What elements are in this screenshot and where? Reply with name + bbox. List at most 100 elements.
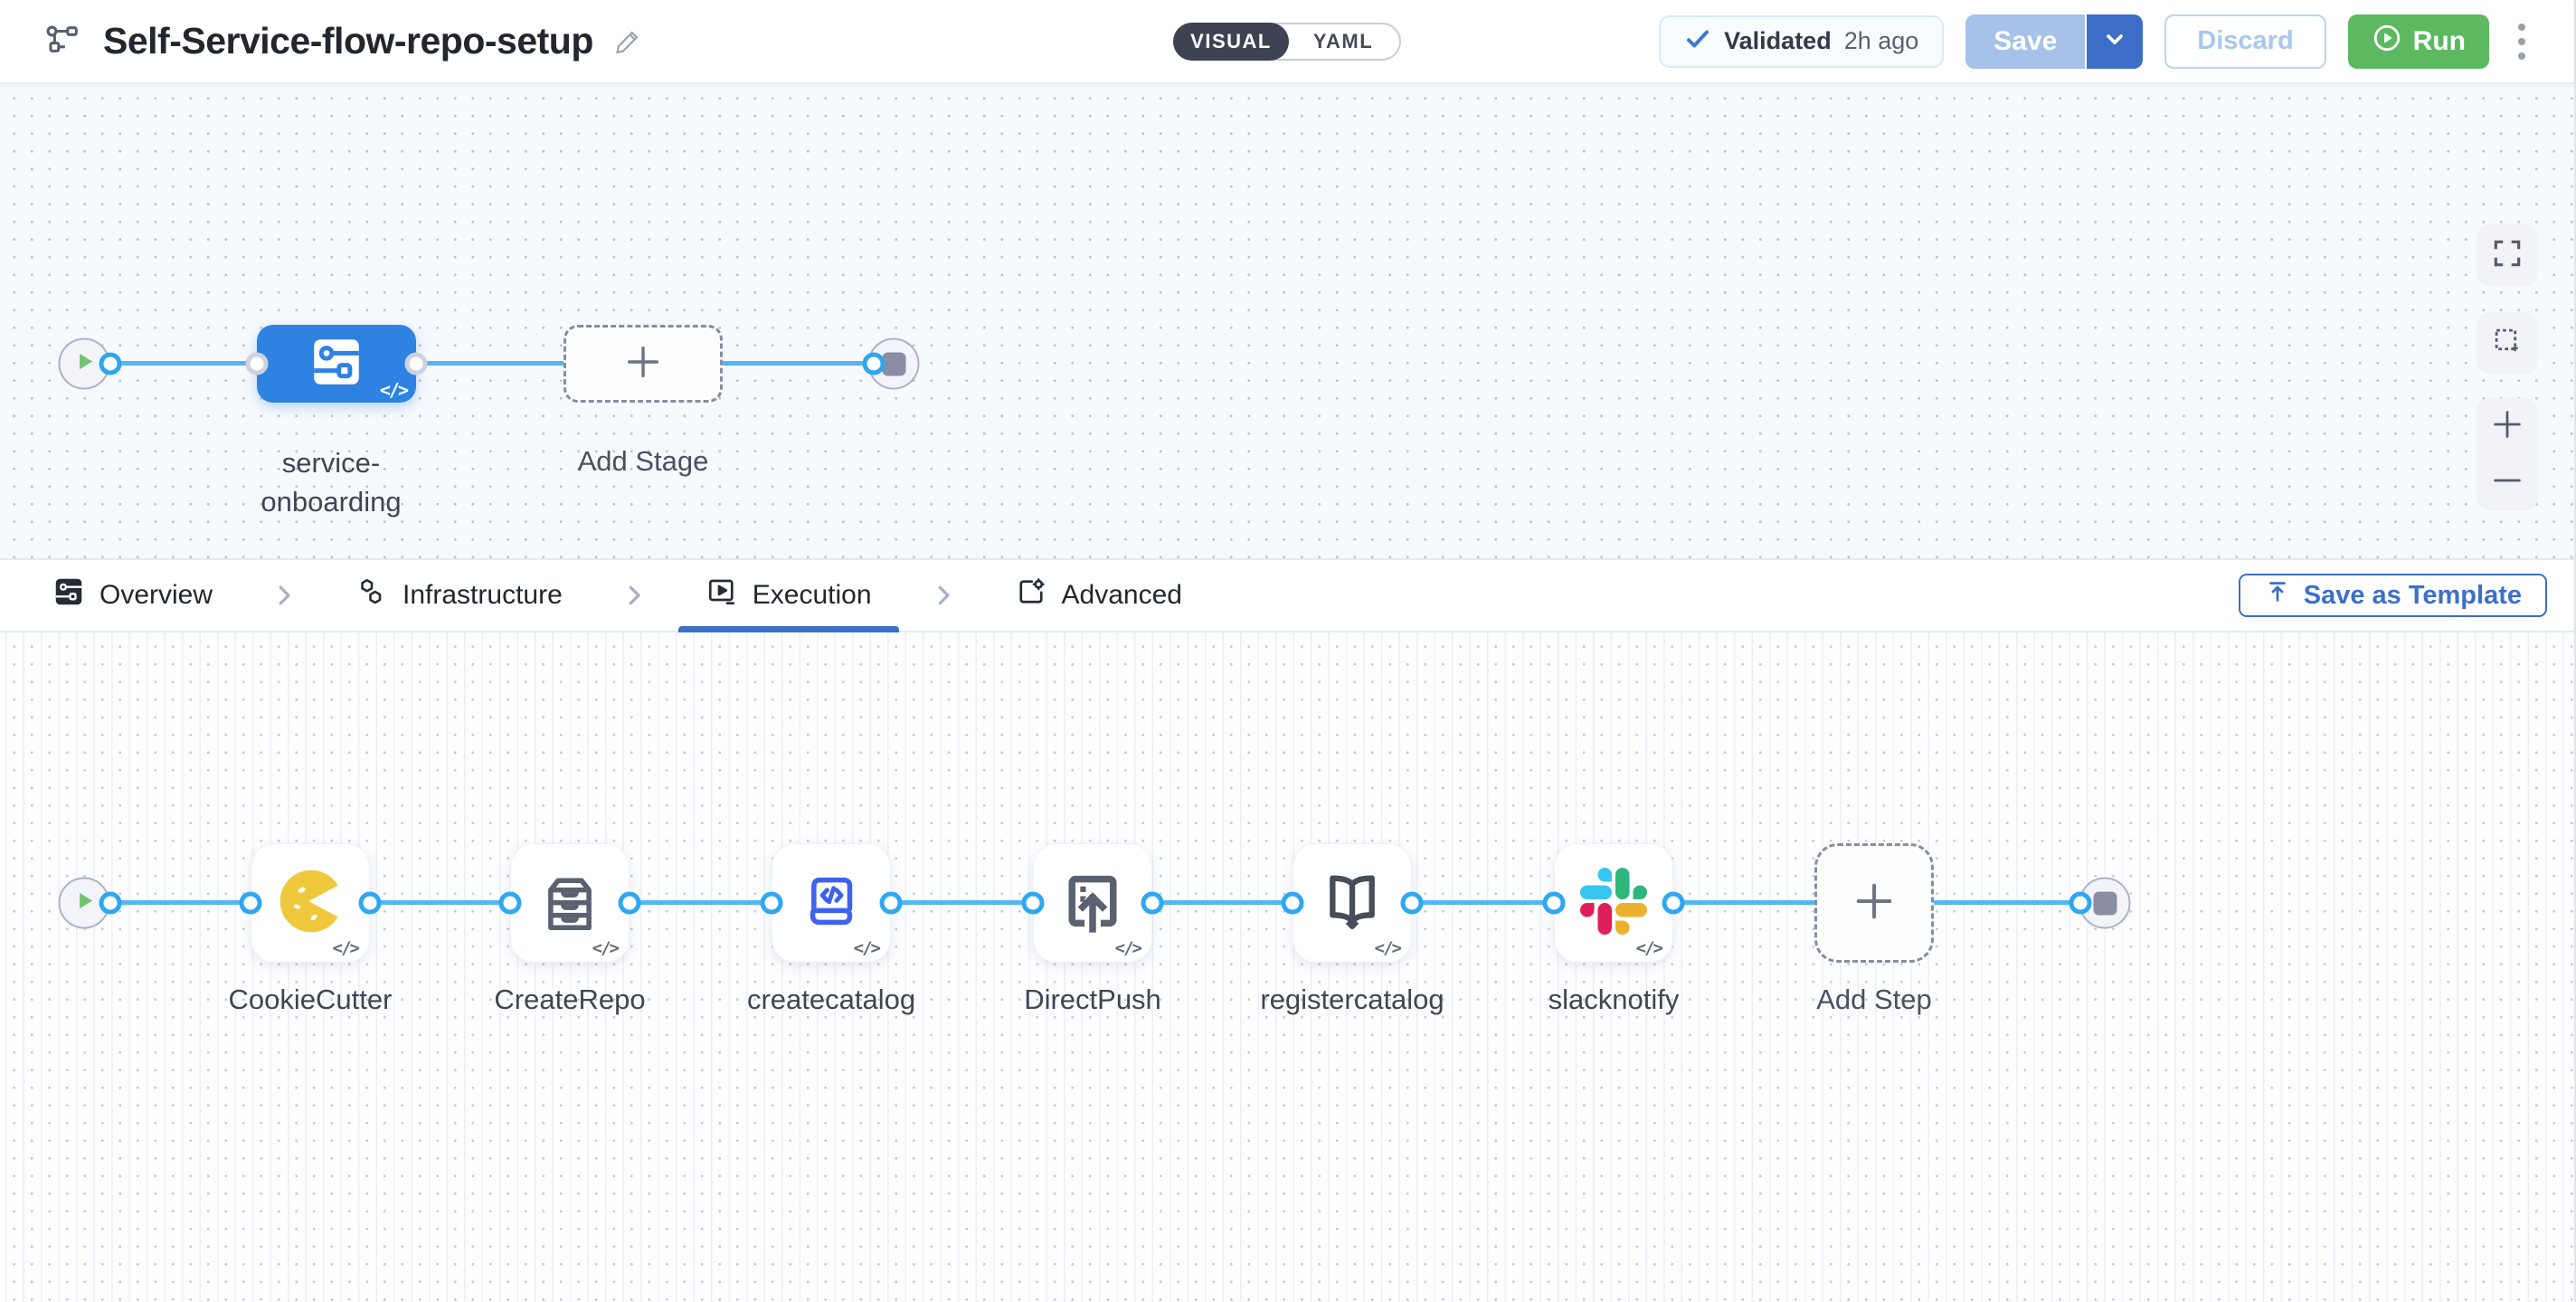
- connector-dot[interactable]: [1141, 891, 1164, 915]
- save-as-template-button[interactable]: Save as Template: [2238, 574, 2547, 617]
- pipeline-end-node[interactable]: [867, 337, 920, 390]
- save-button[interactable]: Save: [1965, 14, 2088, 69]
- slack-icon: [1580, 867, 1647, 939]
- connector-dot[interactable]: [358, 891, 382, 915]
- stage-connector-line: [110, 361, 874, 366]
- zoom-group: [2477, 398, 2538, 510]
- stage-node-service-onboarding[interactable]: </>: [257, 325, 416, 403]
- validated-label: Validated: [1724, 27, 1832, 54]
- validated-time: 2h ago: [1843, 27, 1919, 54]
- connector-dot[interactable]: [404, 352, 428, 375]
- step-node-createcatalog[interactable]: </>: [772, 843, 891, 963]
- connector-dot[interactable]: [1542, 891, 1566, 915]
- tab-overview[interactable]: Overview: [18, 560, 247, 631]
- connector-dot[interactable]: [760, 891, 783, 915]
- add-stage-label: Add Stage: [577, 445, 709, 477]
- step-node-registercatalog[interactable]: </>: [1293, 843, 1412, 963]
- zoom-out-icon[interactable]: [2489, 462, 2525, 503]
- fit-to-screen-button[interactable]: [2477, 224, 2538, 286]
- run-button[interactable]: Run: [2347, 14, 2489, 69]
- step-label: registercatalog: [1260, 984, 1444, 1015]
- add-stage-button[interactable]: [564, 325, 723, 403]
- chevron-right-icon: [930, 582, 957, 609]
- advanced-icon: [1015, 575, 1047, 615]
- stage-tab-bar: Overview Infrastructure: [0, 558, 2574, 632]
- fullscreen-icon: [2490, 236, 2524, 275]
- step-label: CreateRepo: [494, 984, 646, 1015]
- code-badge: </>: [853, 938, 881, 958]
- step-label: slacknotify: [1548, 984, 1680, 1015]
- marquee-select-button[interactable]: [2477, 312, 2538, 374]
- connector-dot[interactable]: [618, 891, 641, 915]
- stop-icon: [2093, 891, 2117, 915]
- connector-dot[interactable]: [99, 352, 122, 375]
- marquee-select-icon: [2490, 324, 2524, 363]
- discard-button[interactable]: Discard: [2164, 14, 2326, 69]
- step-label: createcatalog: [746, 984, 916, 1015]
- connector-dot[interactable]: [1281, 891, 1304, 915]
- pipeline-icon: [42, 21, 83, 62]
- tab-label: Execution: [752, 580, 872, 610]
- step-node-directpush[interactable]: </>: [1033, 843, 1152, 963]
- connector-dot[interactable]: [879, 891, 903, 915]
- save-options-button[interactable]: [2087, 14, 2144, 69]
- tab-advanced[interactable]: Advanced: [980, 560, 1217, 631]
- zoom-in-icon[interactable]: [2489, 406, 2525, 447]
- more-options-icon[interactable]: [2511, 16, 2533, 67]
- execution-icon: [706, 575, 738, 615]
- stage-canvas[interactable]: </> service- onboarding Add Stage: [0, 84, 2574, 558]
- repo-cabinet-icon: [535, 866, 605, 941]
- start-play-icon: [72, 350, 96, 378]
- tab-execution[interactable]: Execution: [671, 560, 906, 632]
- tab-label: Advanced: [1061, 580, 1182, 610]
- pipeline-overview-icon: [52, 575, 85, 615]
- check-icon: [1684, 25, 1711, 57]
- stage-name-label: service- onboarding: [260, 447, 402, 518]
- chevron-right-icon: [620, 582, 648, 609]
- code-badge: </>: [1374, 938, 1402, 958]
- chevron-down-icon: [2102, 26, 2127, 56]
- page-title: Self-Service-flow-repo-setup: [103, 20, 593, 62]
- header: Self-Service-flow-repo-setup VISUAL YAML…: [0, 0, 2574, 84]
- connector-dot[interactable]: [862, 352, 886, 375]
- step-label: DirectPush: [1024, 984, 1161, 1015]
- start-play-icon: [72, 889, 96, 917]
- chevron-right-icon: [270, 582, 298, 609]
- connector-dot[interactable]: [1021, 891, 1045, 915]
- tab-label: Infrastructure: [402, 580, 563, 610]
- add-step-label: Add Step: [1816, 984, 1932, 1015]
- plus-icon: [1851, 878, 1898, 929]
- save-split-button: Save: [1965, 14, 2144, 69]
- plus-icon: [622, 341, 664, 387]
- custom-stage-icon: [307, 332, 366, 396]
- visual-yaml-toggle: VISUAL YAML: [1173, 22, 1401, 61]
- catalog-code-icon: [796, 866, 867, 941]
- connector-dot[interactable]: [239, 891, 262, 915]
- validated-badge[interactable]: Validated 2h ago: [1659, 14, 1945, 68]
- connector-dot[interactable]: [2069, 891, 2092, 915]
- execution-canvas[interactable]: </> </>: [0, 632, 2574, 1302]
- run-play-icon: [2372, 23, 2402, 61]
- cookiecutter-icon: [274, 865, 346, 942]
- code-badge: </>: [1114, 938, 1142, 958]
- open-book-icon: [1316, 865, 1388, 942]
- step-node-cookiecutter[interactable]: </>: [251, 843, 370, 963]
- connector-dot[interactable]: [245, 352, 269, 375]
- connector-dot[interactable]: [1400, 891, 1424, 915]
- toggle-visual[interactable]: VISUAL: [1173, 22, 1289, 61]
- stop-icon: [882, 352, 905, 375]
- connector-dot[interactable]: [1662, 891, 1685, 915]
- tab-infrastructure[interactable]: Infrastructure: [321, 560, 597, 631]
- toggle-yaml[interactable]: YAML: [1312, 29, 1374, 52]
- connector-dot[interactable]: [498, 891, 522, 915]
- code-badge: </>: [379, 379, 409, 401]
- step-label: CookieCutter: [228, 984, 393, 1015]
- code-badge: </>: [332, 938, 360, 958]
- add-step-button[interactable]: [1814, 843, 1934, 963]
- step-node-createrepo[interactable]: </>: [510, 843, 630, 963]
- save-as-template-label: Save as Template: [2303, 580, 2522, 610]
- step-node-slacknotify[interactable]: </>: [1554, 843, 1673, 963]
- connector-dot[interactable]: [99, 891, 122, 915]
- direct-push-icon: [1057, 866, 1128, 941]
- edit-title-icon[interactable]: [613, 27, 642, 56]
